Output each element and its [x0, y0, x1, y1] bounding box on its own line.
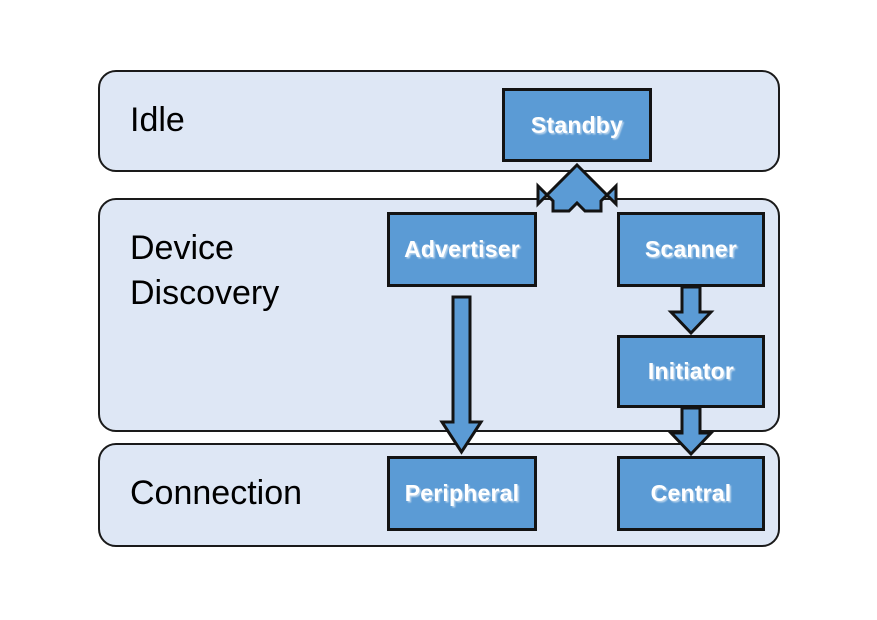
state-box-peripheral[interactable]: Peripheral	[387, 456, 537, 531]
state-box-scanner[interactable]: Scanner	[617, 212, 765, 287]
arrow-advertiser-to-peripheral	[439, 295, 484, 455]
group-panel-idle	[98, 70, 780, 172]
state-box-advertiser[interactable]: Advertiser	[387, 212, 537, 287]
group-label-device-discovery: Device Discovery	[130, 229, 280, 312]
state-box-initiator[interactable]: Initiator	[617, 335, 765, 408]
arrow-initiator-to-central	[667, 406, 715, 457]
arrow-scanner-to-initiator	[667, 285, 715, 336]
arrow-standby-split	[536, 162, 618, 213]
state-box-central[interactable]: Central	[617, 456, 765, 531]
group-label-connection: Connection	[130, 474, 303, 512]
state-box-standby[interactable]: Standby	[502, 88, 652, 162]
group-label-idle: Idle	[130, 101, 185, 139]
